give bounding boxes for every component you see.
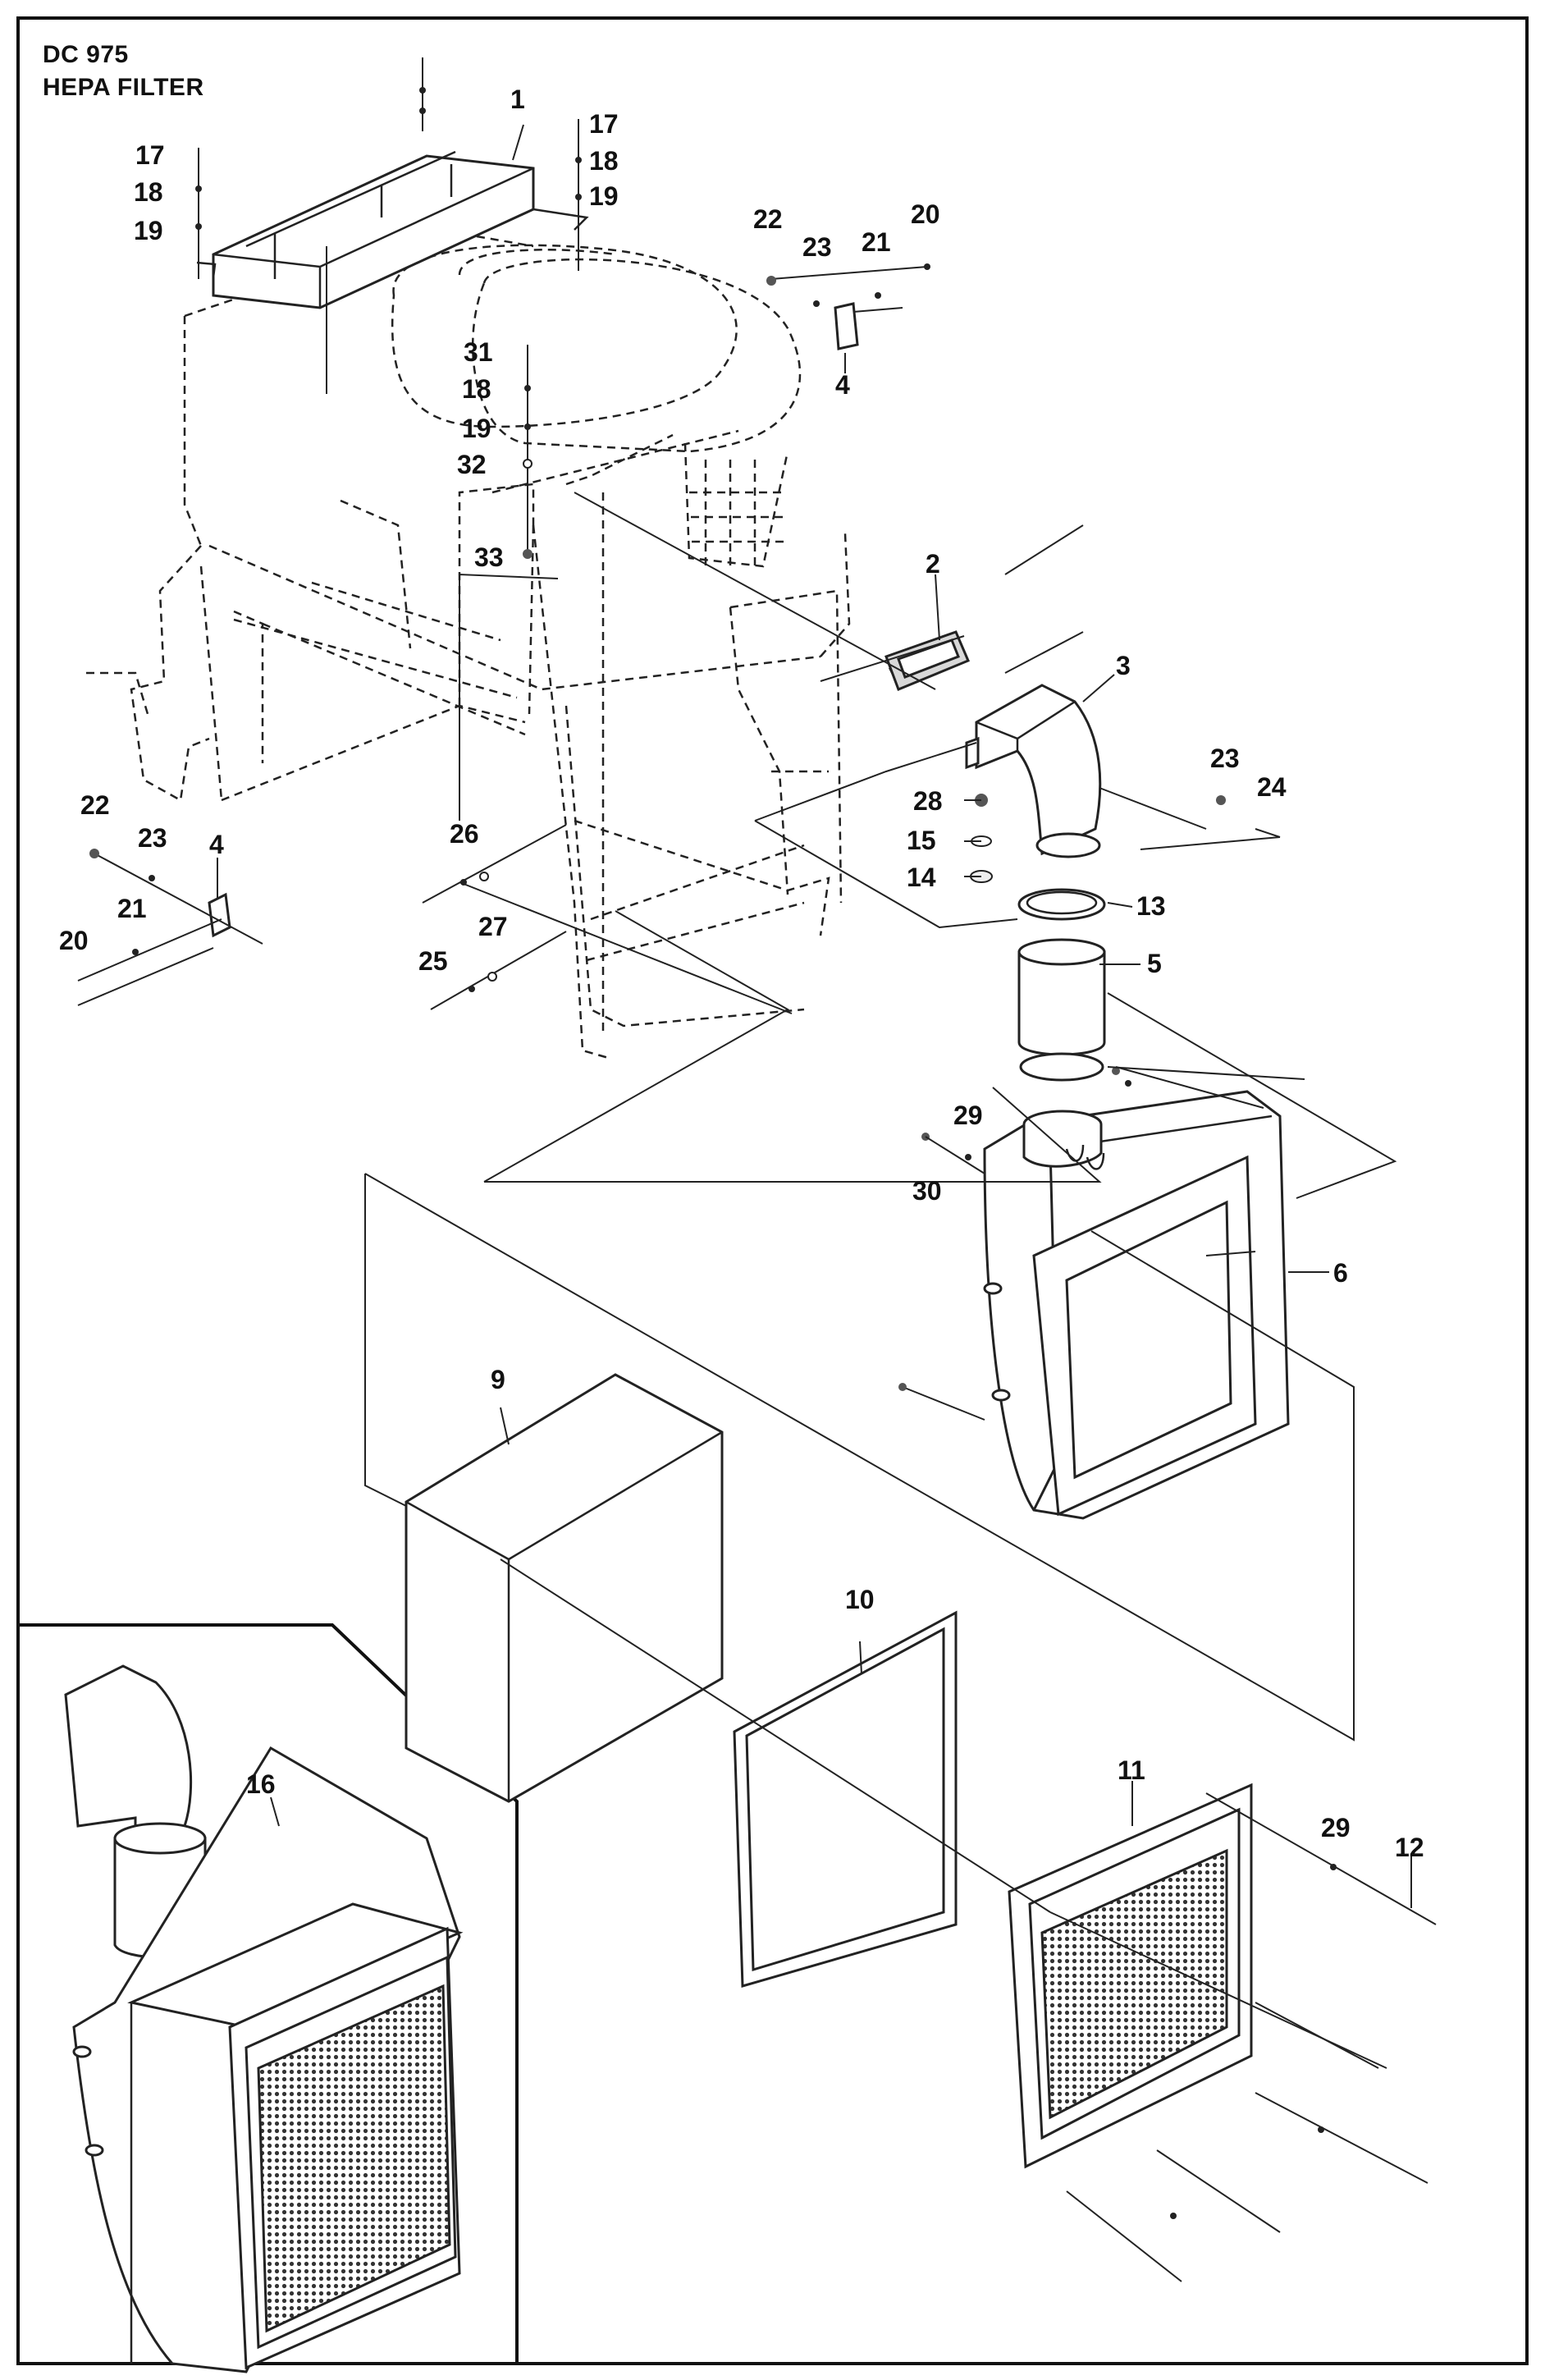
- callout-30: 30: [912, 1176, 942, 1206]
- callout-16: 16: [246, 1769, 276, 1799]
- machine-frame-dashed: [86, 228, 851, 1060]
- callout-11: 11: [1118, 1755, 1145, 1785]
- part-13-ring: [1017, 888, 1106, 921]
- callout-29: 29: [953, 1101, 983, 1130]
- callout-23: 23: [802, 232, 832, 262]
- callout-33: 33: [474, 542, 504, 572]
- callout-20: 20: [911, 199, 940, 229]
- callout-17: 17: [589, 109, 619, 139]
- callout-21: 21: [862, 227, 891, 257]
- callout-15: 15: [907, 826, 936, 855]
- callout-9: 9: [491, 1365, 505, 1394]
- callout-19: 19: [134, 216, 163, 245]
- callout-28: 28: [913, 786, 943, 816]
- callout-24: 24: [1257, 772, 1287, 802]
- callout-32: 32: [457, 450, 487, 479]
- callout-2: 2: [926, 549, 940, 579]
- part-4-brackets: [208, 302, 859, 938]
- callout-31: 31: [464, 337, 493, 367]
- callout-4: 4: [209, 830, 224, 859]
- callout-23: 23: [1210, 744, 1240, 773]
- callout-22: 22: [753, 204, 783, 234]
- callout-18: 18: [462, 374, 491, 404]
- callout-20: 20: [59, 926, 89, 955]
- callout-19: 19: [462, 414, 491, 443]
- callout-27: 27: [478, 912, 508, 941]
- callout-labels: 1 17 18 19 17 18 19 22 23 21 20 4 31 18 …: [59, 85, 1424, 1862]
- page-border: [16, 16, 1529, 2365]
- diagram-title: HEPA FILTER: [43, 74, 204, 101]
- callout-6: 6: [1333, 1258, 1348, 1288]
- callout-4: 4: [835, 370, 850, 400]
- diagram-model: DC 975: [43, 41, 129, 68]
- callout-3: 3: [1116, 651, 1131, 680]
- callout-17: 17: [135, 140, 165, 170]
- callout-26: 26: [450, 819, 479, 849]
- part-6-housing: [983, 1090, 1290, 1520]
- part-3-elbow: [965, 684, 1102, 858]
- callout-19: 19: [589, 181, 619, 211]
- callout-22: 22: [80, 790, 110, 820]
- callout-1: 1: [510, 85, 525, 114]
- callout-21: 21: [117, 894, 147, 923]
- part-2-gasket: [884, 630, 970, 691]
- callout-5: 5: [1147, 949, 1162, 978]
- part-16-assembly: [64, 1664, 464, 2373]
- callout-18: 18: [589, 146, 619, 176]
- part-1-tray: [196, 150, 589, 309]
- callout-14: 14: [907, 863, 936, 892]
- callout-29: 29: [1321, 1813, 1351, 1842]
- callout-12: 12: [1395, 1833, 1424, 1862]
- callout-23: 23: [138, 823, 167, 853]
- part-9-filter-box: [405, 1373, 724, 1803]
- callout-13: 13: [1136, 891, 1166, 921]
- callout-10: 10: [845, 1585, 875, 1614]
- part-10-seal: [733, 1610, 958, 1988]
- callout-25: 25: [418, 946, 448, 976]
- fasteners: [77, 57, 1437, 2282]
- part-5-tube: [1017, 938, 1106, 1082]
- part-11-grille: [1008, 1783, 1253, 2169]
- callout-18: 18: [134, 177, 163, 207]
